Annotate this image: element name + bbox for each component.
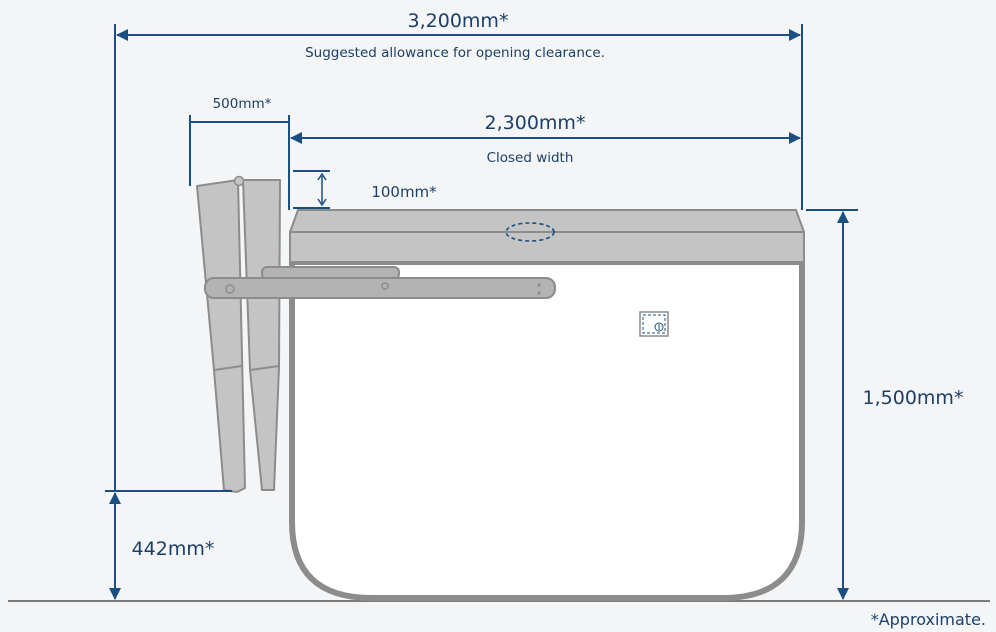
lid-panel-outer (196, 179, 246, 493)
lid-handle-icon (505, 222, 555, 242)
lid-panel-inner-seam (249, 365, 280, 371)
lever-hole-bottom (537, 291, 541, 295)
lid-clearance-label: 442mm* (132, 538, 215, 560)
lid-hinge-pin (233, 175, 245, 187)
overall-width-note: Suggested allowance for opening clearanc… (305, 45, 605, 61)
overall-width-label: 3,200mm* (408, 10, 509, 32)
folded-lid-panels (196, 175, 281, 493)
closed-width-note: Closed width (487, 150, 574, 166)
lever-pivot-icon (225, 284, 235, 294)
footnote: *Approximate. (871, 610, 986, 629)
lever-hole-top (537, 283, 541, 287)
lid-panel-inner (242, 179, 281, 491)
skip-body (289, 259, 805, 601)
closed-width-label: 2,300mm* (485, 112, 586, 134)
lever-screw-icon (381, 282, 389, 290)
gap-arrow-icon (317, 172, 327, 207)
lock-icon (639, 311, 669, 337)
skip-lid (289, 209, 805, 263)
lid-fold-label: 500mm* (213, 96, 272, 112)
lid-panel-outer-seam (213, 365, 243, 371)
lever-arm (204, 277, 556, 299)
lid-gap-label: 100mm* (371, 183, 437, 201)
height-label: 1,500mm* (863, 387, 964, 409)
